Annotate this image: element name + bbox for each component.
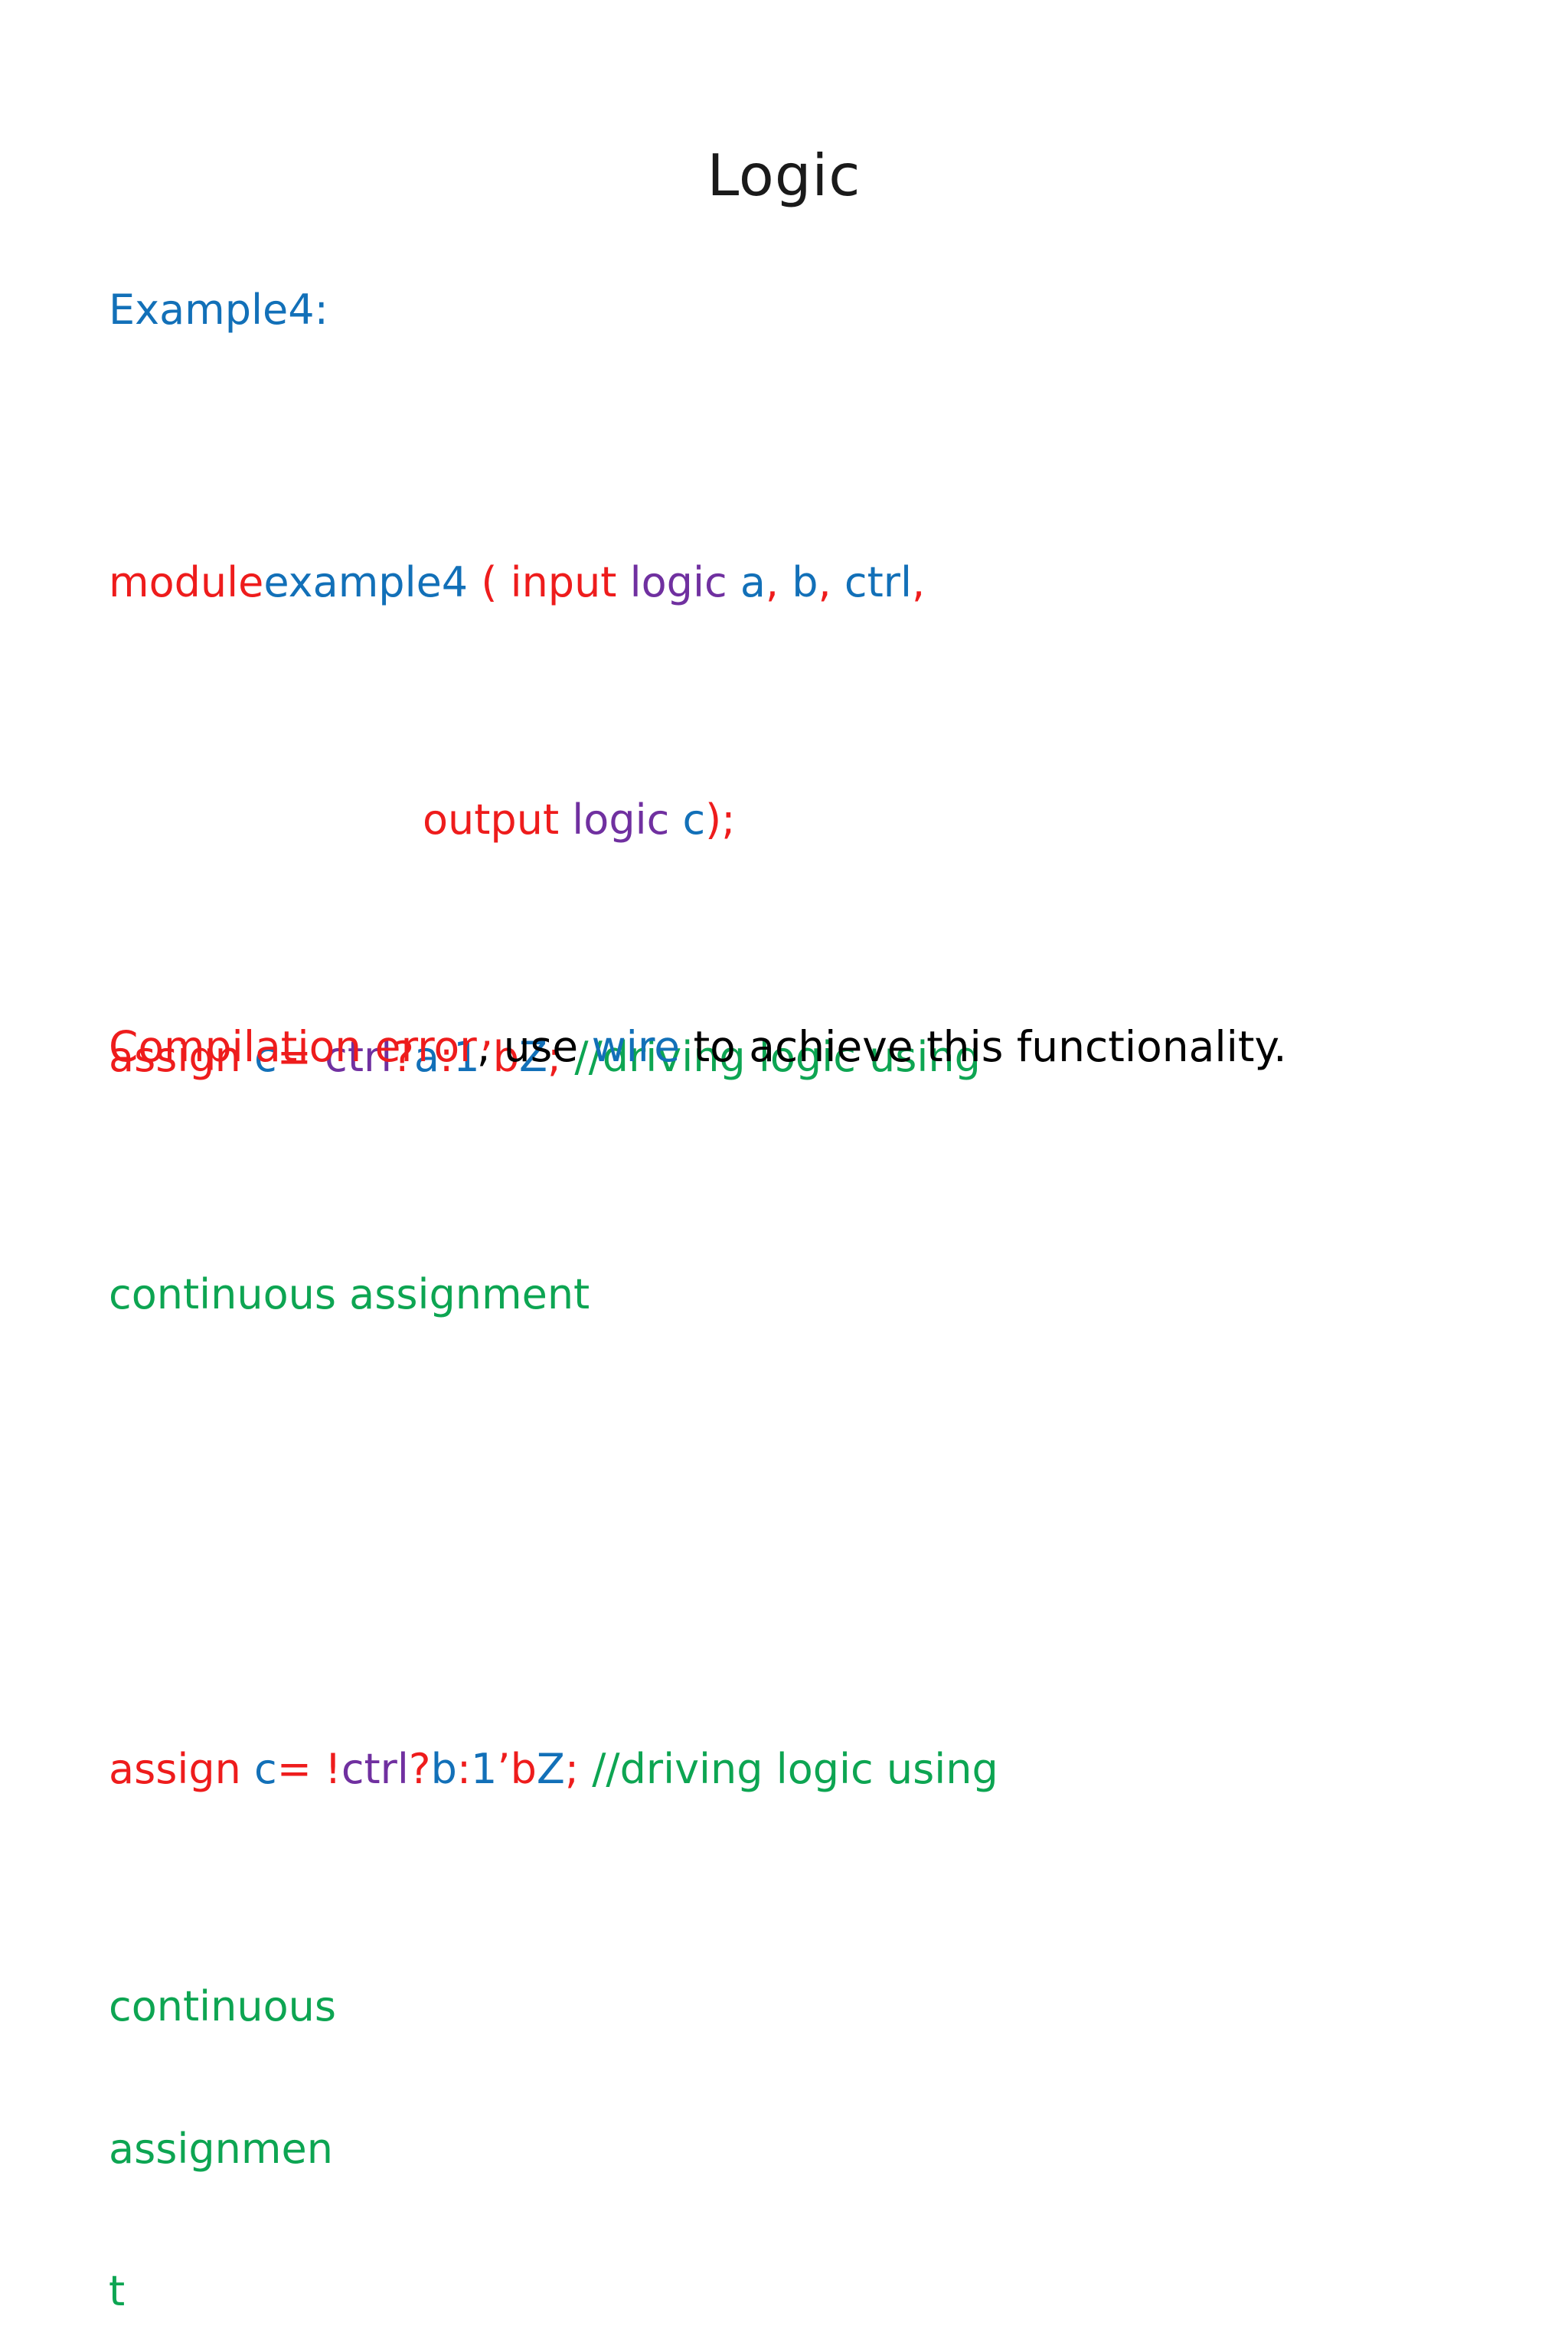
type-logic-input: logic xyxy=(629,558,727,606)
comment-2-continued-b: assignmen xyxy=(109,2125,333,2173)
operator-question-2: ? xyxy=(408,1745,431,1793)
code-line-assign-2: assign c= !ctrl?b:1’bZ; //driving logic … xyxy=(109,1746,1487,1793)
ternary-true-1: a xyxy=(413,1033,439,1081)
literal-width-2: 1 xyxy=(471,1745,498,1793)
port-ctrl: ctrl xyxy=(831,558,912,606)
operator-equals-2: = xyxy=(276,1745,325,1793)
code-line-assign-1: assign c= ctrl?a:1’bZ; //driving logic u… xyxy=(109,1034,1487,1081)
code-line-comment-continuation-2b: assignmen xyxy=(109,2125,1487,2173)
port-a: a xyxy=(727,558,766,606)
note-middle-text: , use xyxy=(476,1022,592,1071)
type-logic-output: logic xyxy=(572,795,670,844)
keyword-assign-1: assign xyxy=(109,1033,255,1081)
keyword-assign-2: assign xyxy=(109,1745,255,1793)
operator-not-2: ! xyxy=(325,1745,341,1793)
keyword-module: module xyxy=(109,558,264,606)
slide-body: Example4: moduleexample4 ( input logic a… xyxy=(109,285,1487,2352)
page-title: Logic xyxy=(707,142,861,209)
comment-2: //driving logic using xyxy=(579,1745,998,1793)
port-b: b xyxy=(779,558,818,606)
code-line-comment-continuation-2c: t xyxy=(109,2268,1487,2315)
literal-base-2: ’b xyxy=(497,1745,537,1793)
port-c: c xyxy=(669,795,706,844)
condition-ctrl-1: ctrl xyxy=(325,1033,393,1081)
identifier-module-name: example4 xyxy=(263,558,469,606)
literal-value-z-1: Z xyxy=(519,1033,548,1081)
code-line-comment-continuation-2a: continuous xyxy=(109,1983,1487,2030)
comma-3: , xyxy=(911,558,926,606)
code-line-comment-continuation-1: continuous assignment xyxy=(109,1271,1487,1318)
code-block: moduleexample4 ( input logic a, b, ctrl,… xyxy=(109,369,1487,2352)
code-blank-line xyxy=(109,1508,1487,1556)
condition-ctrl-2: ctrl xyxy=(341,1745,409,1793)
ternary-true-2: b xyxy=(430,1745,457,1793)
assign-lhs-2: c xyxy=(254,1745,277,1793)
note-tail-text: to achieve this functionality. xyxy=(680,1022,1287,1071)
error-text: Compilation error xyxy=(109,1022,477,1071)
comma-2: , xyxy=(818,558,831,606)
example-label: Example4: xyxy=(109,286,328,334)
comma-1: , xyxy=(765,558,779,606)
literal-width-1: 1 xyxy=(453,1033,480,1081)
code-line-output-decl: output logic c); xyxy=(109,796,1487,844)
comment-2-continued-a: continuous xyxy=(109,1982,336,2030)
code-line-module-decl: moduleexample4 ( input logic a, b, ctrl, xyxy=(109,559,1487,606)
keyword-wire: wire xyxy=(591,1022,681,1071)
literal-value-z-2: Z xyxy=(536,1745,565,1793)
comment-1-continued: continuous assignment xyxy=(109,1270,590,1318)
operator-colon-1: : xyxy=(439,1033,454,1081)
literal-base-1: ’b xyxy=(479,1033,520,1081)
semicolon-1: ; xyxy=(547,1033,562,1081)
keyword-output: output xyxy=(423,795,573,844)
assign-lhs-1: c xyxy=(254,1033,277,1081)
comment-1: //driving logic using xyxy=(561,1033,981,1081)
semicolon-2: ; xyxy=(564,1745,580,1793)
operator-question-1: ? xyxy=(392,1033,414,1081)
token-paren-input: ( input xyxy=(468,558,630,606)
token-close-paren-semicolon: ); xyxy=(705,795,736,844)
operator-colon-2: : xyxy=(456,1745,472,1793)
operator-equals-1: = xyxy=(276,1033,325,1081)
compilation-note: Compilation error, use wire to achieve t… xyxy=(109,1021,1533,1072)
comment-2-continued-c: t xyxy=(109,2267,126,2315)
